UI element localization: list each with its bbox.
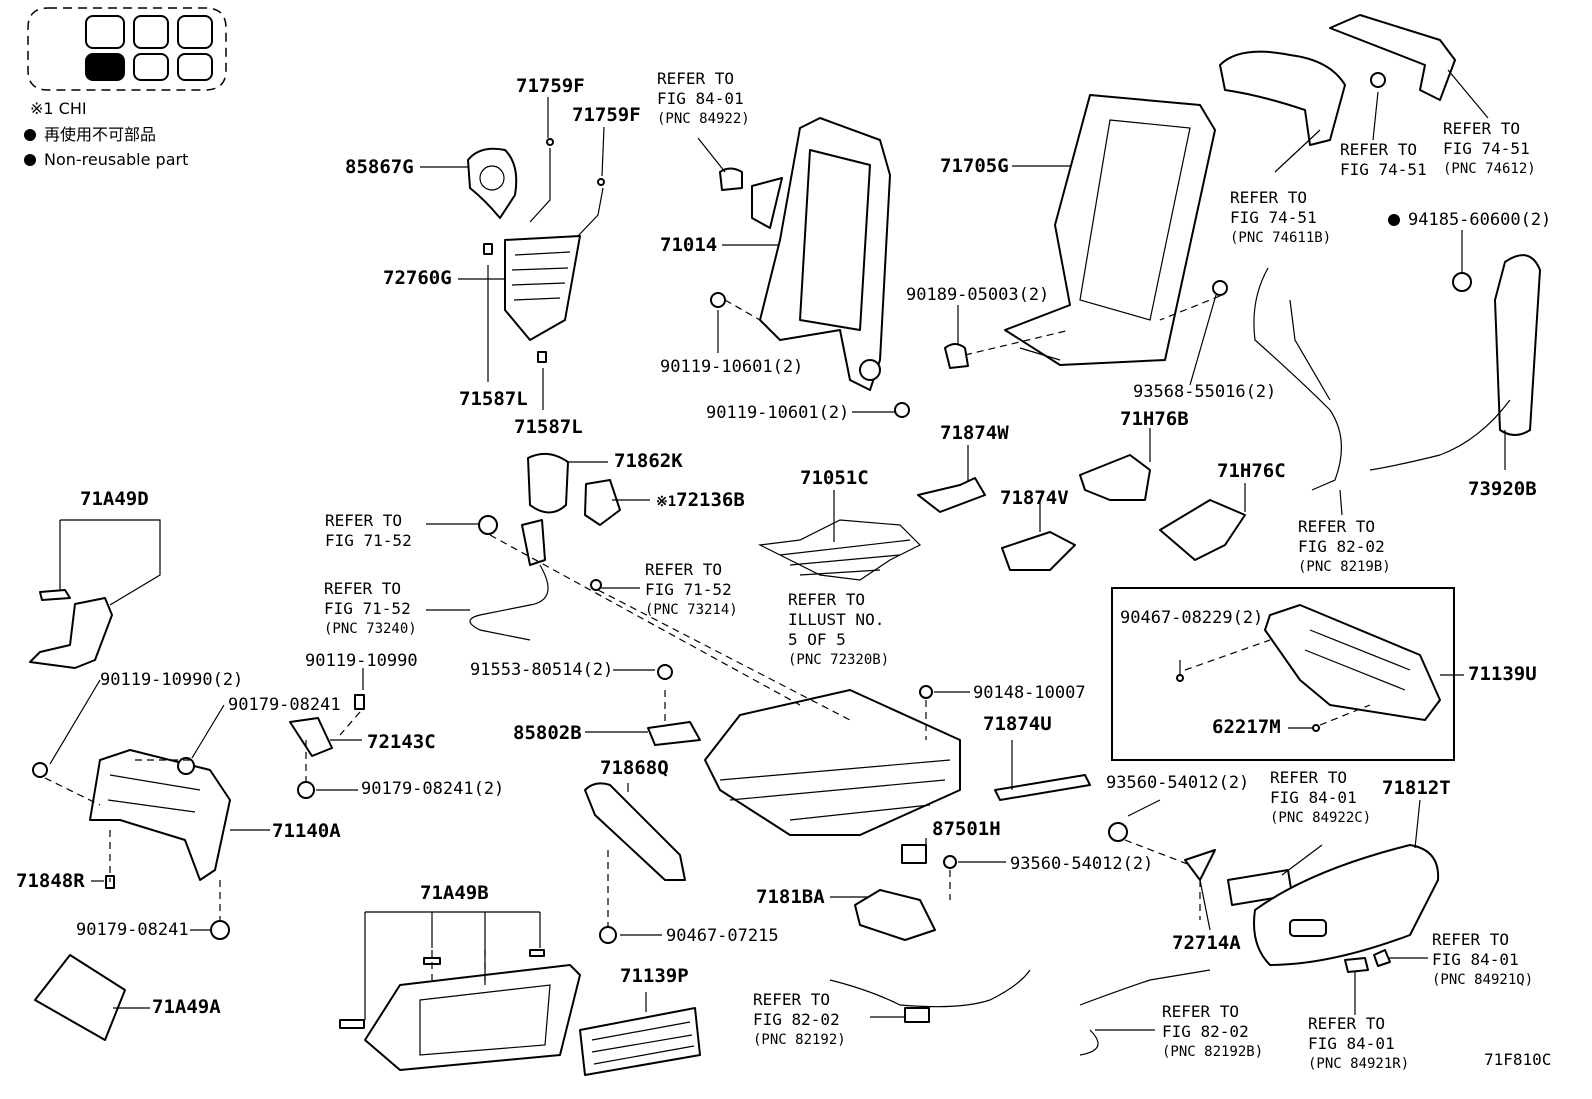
part-label[interactable]: 73920B <box>1468 478 1537 500</box>
part-label[interactable]: 7181BA <box>756 886 825 908</box>
part-label[interactable]: 71874W <box>940 422 1009 444</box>
part-label[interactable]: 93560-54012(2) <box>1106 773 1250 793</box>
note-marker: ※1 <box>656 494 677 510</box>
side-shield-drawing <box>584 782 686 944</box>
part-label[interactable]: 90467-08229(2) <box>1120 608 1264 628</box>
part-label-94185[interactable]: 94185-60600(2) <box>1388 210 1551 230</box>
cushion-frame-drawing <box>32 694 365 940</box>
part-label-72136B[interactable]: ※172136B <box>656 491 745 510</box>
legend-ja-text: 再使用不可部品 <box>44 125 157 144</box>
part-label[interactable]: 85802B <box>513 722 582 744</box>
part-label[interactable]: 71874U <box>983 713 1052 735</box>
part-label[interactable]: 71587L <box>514 416 583 438</box>
part-label[interactable]: 71014 <box>660 234 718 256</box>
cover-71A49A-drawing <box>34 954 126 1041</box>
trim-brackets-drawing <box>917 454 1246 571</box>
part-label[interactable]: 90179-08241 <box>228 695 341 715</box>
part-label[interactable]: 71868Q <box>600 757 669 779</box>
part-label[interactable]: 85867G <box>345 156 414 178</box>
legend-non-reusable-ja: 再使用不可部品 <box>24 127 156 143</box>
part-label[interactable]: 71A49A <box>152 996 221 1018</box>
part-label[interactable]: 72143C <box>367 731 436 753</box>
part-label[interactable]: 91553-80514(2) <box>470 660 614 680</box>
part-number: 94185-60600(2) <box>1408 210 1552 230</box>
part-label[interactable]: 71139U <box>1468 663 1537 685</box>
part-label[interactable]: 72760G <box>383 267 452 289</box>
part-label[interactable]: 90119-10990 <box>305 651 418 671</box>
bullet-icon <box>24 129 36 141</box>
module-7181BA-drawing <box>854 844 957 941</box>
harness-82192-drawing <box>829 969 1211 1056</box>
bracket-71874U-drawing <box>994 774 1091 801</box>
harness-airbag-drawing <box>1253 254 1541 491</box>
seatback-board-drawing <box>944 94 1228 369</box>
seat-spring-drawing <box>757 519 922 581</box>
part-label[interactable]: 90179-08241 <box>76 920 189 940</box>
figure-code: 71F810C <box>1484 1050 1552 1069</box>
part-label[interactable]: 90119-10601(2) <box>706 403 850 423</box>
legend-note: ※1 CHI <box>30 99 87 118</box>
lumbar-support-drawing <box>467 138 605 363</box>
part-label[interactable]: 90119-10990(2) <box>100 670 244 690</box>
non-reusable-bullet-icon <box>1388 214 1400 226</box>
cover-71A49B-drawing <box>339 949 581 1071</box>
part-label[interactable]: 90189-05003(2) <box>906 285 1050 305</box>
part-label[interactable]: 90467-07215 <box>666 926 779 946</box>
part-label[interactable]: 71051C <box>800 467 869 489</box>
part-label[interactable]: 71H76C <box>1217 460 1286 482</box>
part-label[interactable]: 90148-10007 <box>973 683 1086 703</box>
seatback-frame-drawing <box>710 117 910 418</box>
legend-en-text: Non-reusable part <box>44 150 189 169</box>
part-label[interactable]: 71A49D <box>80 488 149 510</box>
seat-locator-icon <box>27 7 227 91</box>
part-label[interactable]: 93560-54012(2) <box>1010 854 1154 874</box>
part-label[interactable]: 71812T <box>1382 777 1451 799</box>
part-label[interactable]: 62217M <box>1212 716 1281 738</box>
part-label[interactable]: 71848R <box>16 870 85 892</box>
inset-box-71139U <box>1111 587 1455 761</box>
part-label[interactable]: 71759F <box>516 75 585 97</box>
leader-lines <box>49 69 1506 1031</box>
side-panel-71812T-drawing <box>1253 844 1440 973</box>
part-label[interactable]: 71139P <box>620 965 689 987</box>
bullet-icon <box>24 154 36 166</box>
cover-71A49D-drawing <box>29 589 113 669</box>
part-label[interactable]: 87501H <box>932 818 1001 840</box>
part-number: 72136B <box>676 489 745 511</box>
part-label[interactable]: 71587L <box>459 388 528 410</box>
part-label[interactable]: 90179-08241(2) <box>361 779 505 799</box>
legend-non-reusable-en: Non-reusable part <box>24 152 188 168</box>
part-label[interactable]: 90119-10601(2) <box>660 357 804 377</box>
part-label[interactable]: 71140A <box>272 820 341 842</box>
part-label[interactable]: 71862K <box>614 450 683 472</box>
headrest-garnish-drawing <box>1219 14 1456 146</box>
part-label[interactable]: 71705G <box>940 155 1009 177</box>
part-label[interactable]: 93568-55016(2) <box>1133 382 1277 402</box>
part-label[interactable]: 71A49B <box>420 882 489 904</box>
part-label[interactable]: 71H76B <box>1120 408 1189 430</box>
recliner-cover-drawing <box>469 452 621 641</box>
assembly-lines <box>44 295 1371 985</box>
part-label[interactable]: 71759F <box>572 104 641 126</box>
seat-track-drawing <box>647 664 961 836</box>
part-label[interactable]: 72714A <box>1172 932 1241 954</box>
vent-71139P-drawing <box>579 1007 701 1076</box>
part-label[interactable]: 71874V <box>1000 487 1069 509</box>
